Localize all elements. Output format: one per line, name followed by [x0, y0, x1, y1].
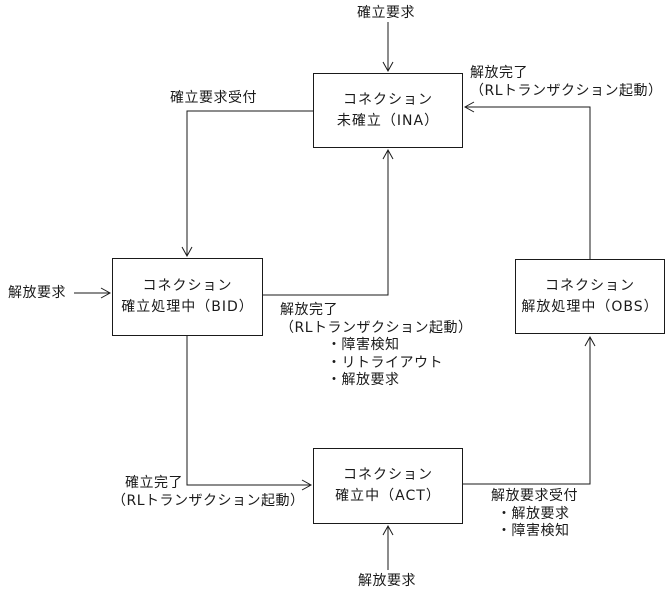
state-label-line: コネクション [545, 277, 635, 294]
label-bullet: ・解放要求 [327, 372, 400, 388]
state-box-connection-establishing-bid: コネクション 確立処理中（BID） [112, 258, 263, 336]
state-label-line: コネクション [343, 91, 433, 108]
label-release-complete-obs-to-ina: 解放完了 （RLトランザクション起動） [470, 65, 663, 100]
arrow-ina-to-bid [181, 110, 313, 258]
state-box-connection-not-established-ina: コネクション 未確立（INA） [313, 73, 463, 148]
label-establish-request: 確立要求 [357, 5, 415, 21]
label-release-request-left: 解放要求 [8, 285, 66, 301]
label-release-complete-bid-to-ina: 解放完了 （RLトランザクション起動） ・障害検知 ・リトライアウト ・解放要求 [280, 302, 473, 390]
arrow-act-to-obs [463, 335, 596, 485]
label-line: 解放完了 [280, 302, 338, 318]
label-bullet: ・障害検知 [497, 523, 570, 539]
label-bullet: ・リトライアウト [327, 354, 443, 371]
state-label-line: 未確立（INA） [336, 112, 440, 129]
label-establish-request-accepted: 確立要求受付 [170, 90, 257, 106]
state-label-line: コネクション [142, 278, 233, 294]
label-release-request-bottom: 解放要求 [358, 573, 416, 589]
state-label-line: 確立中（ACT） [335, 488, 441, 504]
label-bullet: ・障害検知 [327, 337, 400, 353]
arrow-bid-to-ina [263, 148, 394, 296]
label-line: （RLトランザクション起動） [112, 492, 305, 509]
label-release-request-accepted: 解放要求受付 ・解放要求 ・障害検知 [491, 488, 578, 541]
label-establish-complete: 確立完了 （RLトランザクション起動） [112, 475, 305, 510]
label-line: （RLトランザクション起動） [470, 82, 663, 99]
label-line: 解放完了 [470, 65, 528, 81]
label-bullet: ・解放要求 [497, 505, 570, 522]
state-box-connection-established-act: コネクション 確立中（ACT） [313, 448, 463, 524]
state-label-line: 解放処理中（OBS） [521, 298, 659, 315]
state-label-line: コネクション [343, 467, 433, 483]
state-box-connection-releasing-obs: コネクション 解放処理中（OBS） [515, 259, 665, 334]
state-label-line: 確立処理中（BID） [121, 299, 254, 315]
arrow-bid-to-act [186, 336, 313, 491]
label-line: 確立完了 [125, 475, 183, 491]
label-line: 解放要求受付 [491, 488, 578, 504]
arrow-obs-to-ina [463, 101, 591, 259]
label-line: （RLトランザクション起動） [280, 319, 473, 336]
